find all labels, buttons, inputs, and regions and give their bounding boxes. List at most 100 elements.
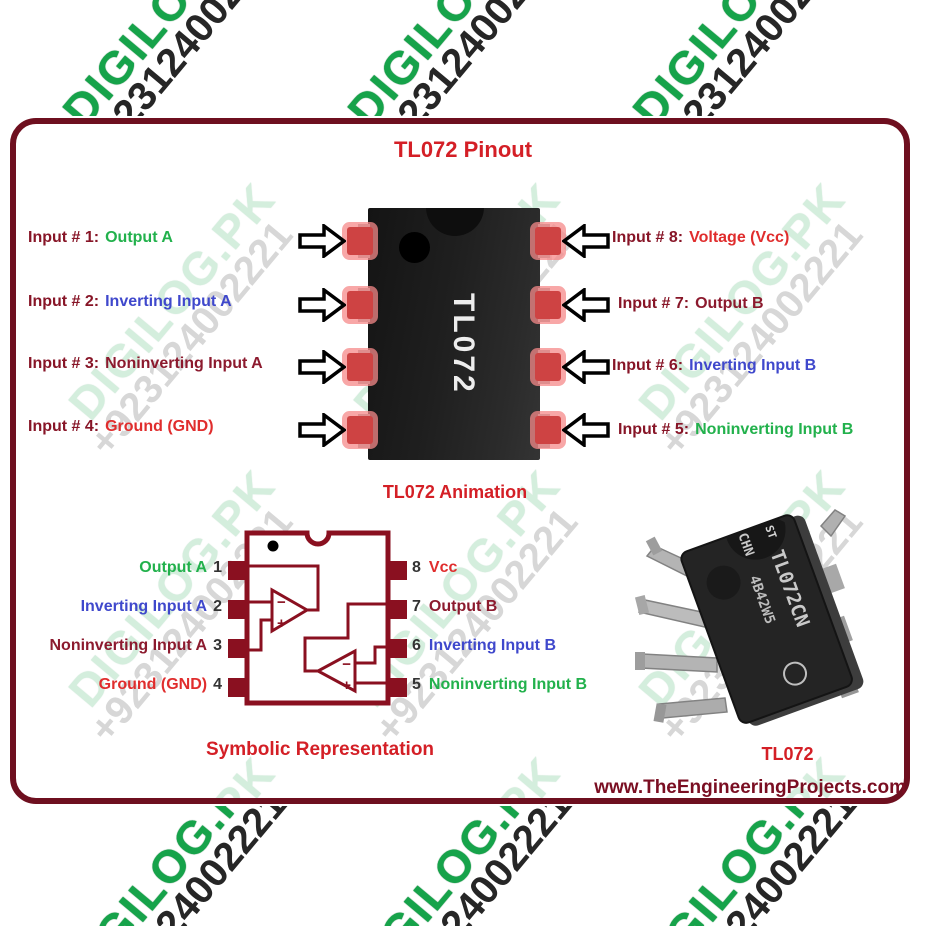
- pin-function: Voltage (Vcc): [689, 229, 790, 246]
- website-url: www.TheEngineeringProjects.com: [594, 777, 906, 798]
- pin-function: Output A: [105, 229, 173, 246]
- pinout-label-5: Input # 5: Noninverting Input B: [618, 421, 853, 439]
- watermark-strip-top: DIGILOG.PK +923124002221 DIGILOG.PK +923…: [0, 0, 926, 116]
- symbolic-label-4: Ground (GND) 4: [0, 676, 222, 694]
- chip-part-number: TL072: [447, 293, 480, 395]
- pinout-label-4: Input # 4: Ground (GND): [28, 418, 214, 436]
- symbolic-label-7: 7 Output B: [412, 598, 497, 616]
- chip-pin-8: [535, 227, 561, 255]
- watermark-brand-text: DIGILOG.PK: [337, 806, 564, 926]
- watermark-phone-text: +923124002221: [75, 806, 303, 926]
- pinout-label-6: Input # 6: Inverting Input B: [612, 357, 816, 375]
- pin-prefix: Input # 1:: [28, 229, 100, 246]
- arrow-left-icon: [562, 288, 610, 322]
- chip-pin-6: [535, 353, 561, 381]
- symbolic-pin1-dot: [267, 540, 279, 552]
- pin-function: Output A: [139, 559, 208, 576]
- watermark-brand-text: DIGILOG.PK: [337, 0, 564, 116]
- symbolic-label-1: Output A 1: [0, 559, 222, 577]
- watermark: DIGILOG.PK +923124002221: [52, 806, 304, 926]
- symbolic-label-8: 8 Vcc: [412, 559, 457, 577]
- watermark-phone-text: +923124002221: [75, 0, 303, 116]
- opamp-a-plus: +: [277, 615, 286, 632]
- watermark-brand-text: DIGILOG.PK: [622, 0, 849, 116]
- pinout-label-1: Input # 1: Output A: [28, 229, 173, 247]
- watermark: DIGILOG.PK +923124002221: [622, 806, 874, 926]
- pin-function: Noninverting Input B: [428, 676, 588, 693]
- opamp-a-triangle: [270, 587, 310, 634]
- chip-pin-7: [535, 291, 561, 319]
- opamp-b-plus: +: [342, 677, 351, 694]
- pin-number: 2: [213, 598, 222, 615]
- opamp-b-triangle: [314, 648, 357, 694]
- symbolic-label-6: 6 Inverting Input B: [412, 637, 556, 655]
- pin-function: Noninverting Input A: [49, 637, 208, 654]
- pin-number: 4: [213, 676, 222, 693]
- pin-function: Inverting Input A: [105, 293, 232, 310]
- pin-number: 1: [213, 559, 222, 576]
- pin-prefix: Input # 4:: [28, 418, 100, 435]
- symbolic-diagram: − + − +: [228, 530, 407, 706]
- pin-number: 6: [412, 637, 421, 654]
- pin-number: 5: [412, 676, 421, 693]
- pinout-label-8: Input # 8:Voltage (Vcc): [612, 229, 789, 247]
- pinout-label-7: Input # 7: Output B: [618, 295, 764, 313]
- watermark: DIGILOG.PK +923124002221: [337, 0, 589, 116]
- pin-prefix: Input # 7:: [618, 295, 690, 312]
- pin-prefix: Input # 6:: [612, 357, 684, 374]
- photo-caption: TL072: [761, 744, 814, 764]
- symbolic-caption: Symbolic Representation: [205, 739, 435, 760]
- pin-function: Noninverting Input B: [695, 421, 854, 438]
- pin-function: Ground (GND): [98, 676, 208, 693]
- pinout-label-2: Input # 2: Inverting Input A: [28, 293, 232, 311]
- watermark-strip-bottom: DIGILOG.PK +923124002221 DIGILOG.PK +923…: [0, 806, 926, 926]
- symbolic-wires: [247, 564, 388, 685]
- symbolic-label-5: 5 Noninverting Input B: [412, 676, 587, 694]
- chip-pin-5: [535, 416, 561, 444]
- pin-function: Ground (GND): [105, 418, 214, 435]
- watermark-phone-text: +923124002221: [645, 806, 873, 926]
- pinout-label-3: Input # 3: Noninverting Input A: [28, 355, 263, 373]
- pin-function: Output B: [695, 295, 764, 312]
- chip-pin1-dot: [399, 232, 430, 263]
- symbolic-package-outline: [244, 530, 391, 706]
- watermark: DIGILOG.PK +923124002221: [622, 0, 874, 116]
- dip8-chip-graphic: TL072: [368, 208, 540, 460]
- watermark-phone-text: +923124002221: [645, 0, 873, 116]
- pin-number: 8: [412, 559, 421, 576]
- pin-function: Output B: [428, 598, 498, 615]
- pin-function: Vcc: [428, 559, 458, 576]
- arrow-left-icon: [562, 413, 610, 447]
- pin-function: Inverting Input B: [428, 637, 557, 654]
- page-title: TL072 Pinout: [393, 137, 533, 162]
- watermark-phone-text: +923124002221: [360, 806, 588, 926]
- pin-prefix: Input # 5:: [618, 421, 690, 438]
- opamp-a-minus: −: [277, 594, 286, 611]
- watermark-brand-text: DIGILOG.PK: [52, 0, 279, 116]
- pin-function: Inverting Input B: [689, 357, 817, 374]
- symbolic-label-2: Inverting Input A 2: [0, 598, 222, 616]
- watermark-phone-text: +923124002221: [360, 0, 588, 116]
- pin-prefix: Input # 2:: [28, 293, 100, 310]
- chip-pin-2: [347, 291, 373, 319]
- watermark: DIGILOG.PK+923124002221: [58, 172, 302, 465]
- symbolic-pins: [228, 561, 407, 697]
- arrow-right-icon: [298, 413, 346, 447]
- pin-prefix: Input # 3:: [28, 355, 100, 372]
- tl072-photo: TL072CN 4B42W5 CHN ST: [634, 509, 864, 726]
- chip-notch: [426, 208, 484, 236]
- watermark: DIGILOG.PK+923124002221: [628, 172, 872, 465]
- chip-pin-3: [347, 353, 373, 381]
- watermark: DIGILOG.PK +923124002221: [52, 0, 304, 116]
- chip-pin-1: [347, 227, 373, 255]
- arrow-left-icon: [562, 224, 610, 258]
- watermark-brand-text: DIGILOG.PK: [52, 806, 279, 926]
- pin-function: Inverting Input A: [80, 598, 208, 615]
- pin-number: 7: [412, 598, 421, 615]
- photo-chip-body: TL072CN 4B42W5 CHN ST: [680, 514, 864, 726]
- arrow-right-icon: [298, 224, 346, 258]
- animation-caption: TL072 Animation: [382, 482, 528, 502]
- pin-function: Noninverting Input A: [105, 355, 263, 372]
